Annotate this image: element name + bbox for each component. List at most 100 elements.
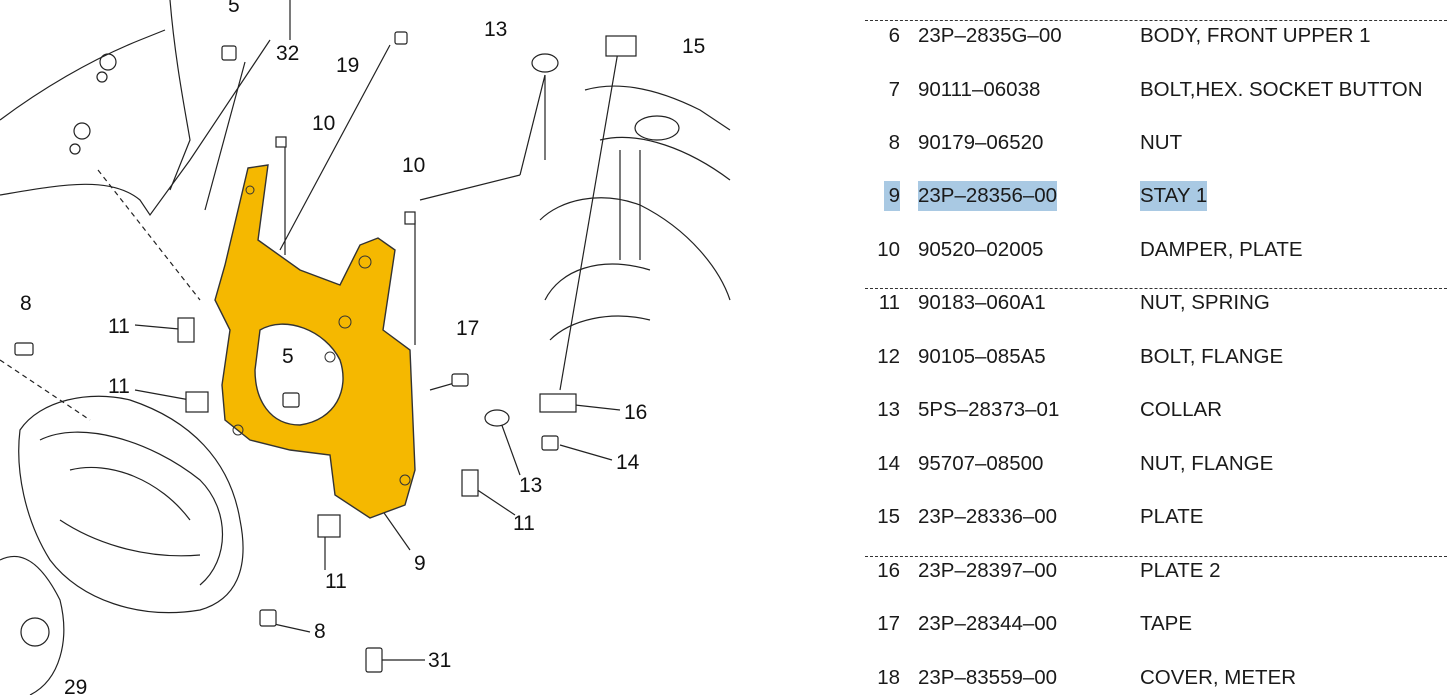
ref-number: 17	[877, 612, 900, 635]
callout-11-a: 11	[108, 315, 130, 338]
callout-17: 17	[456, 317, 479, 340]
ref-number: 8	[888, 131, 900, 154]
ref-number: 7	[888, 78, 900, 101]
part-description: NUT	[1140, 131, 1183, 154]
callout-13-bottom: 13	[519, 474, 542, 497]
callout-19: 19	[336, 54, 359, 77]
callout-29: 29	[64, 676, 87, 695]
callout-15: 15	[682, 35, 705, 58]
part-number: 90183–060A1	[918, 291, 1046, 314]
part-description: DAMPER, PLATE	[1140, 238, 1303, 261]
spring-nut-11-d[interactable]	[317, 514, 341, 538]
nut-19[interactable]	[394, 31, 408, 45]
callout-32: 32	[276, 42, 299, 65]
ref-number: 14	[877, 452, 900, 475]
part-number: 23P–28336–00	[918, 505, 1058, 528]
ref-number: 9	[884, 181, 900, 211]
callout-10-b: 10	[402, 154, 425, 177]
callout-13-top: 13	[484, 18, 507, 41]
part-number: 90105–085A5	[918, 345, 1046, 368]
part-description: BOLT, FLANGE	[1140, 345, 1284, 368]
frame-outline	[584, 85, 731, 131]
parts-row[interactable]: 7 90111–06038 BOLT,HEX. SOCKET BUTTON	[860, 75, 1447, 105]
part-number: 23P–28397–00	[918, 559, 1058, 582]
parts-row[interactable]: 8 90179–06520 NUT	[860, 128, 1447, 158]
part-number: 5PS–28373–01	[918, 398, 1060, 421]
callout-16: 16	[624, 401, 647, 424]
callout-8-bottom: 8	[314, 620, 326, 643]
body-curve	[0, 29, 166, 121]
ref-number: 6	[888, 24, 900, 47]
group-divider	[865, 556, 1447, 557]
group-divider	[865, 20, 1447, 21]
headlight-outline	[18, 395, 244, 614]
part-description: COVER, METER	[1140, 666, 1297, 689]
part-number: 90520–02005	[918, 238, 1044, 261]
parts-list: 6 23P–2835G–00 BODY, FRONT UPPER 1 7 901…	[860, 0, 1447, 695]
tape-17[interactable]	[451, 373, 469, 387]
ref-number: 10	[877, 238, 900, 261]
callout-10-a: 10	[312, 112, 335, 135]
part-description: BOLT,HEX. SOCKET BUTTON	[1140, 78, 1423, 101]
parts-row[interactable]: 18 23P–83559–00 COVER, METER	[860, 663, 1447, 693]
ref-number: 12	[877, 345, 900, 368]
damper-10-a[interactable]	[275, 136, 287, 148]
part-number: 23P–83559–00	[918, 666, 1058, 689]
part-description: BODY, FRONT UPPER 1	[1140, 24, 1371, 47]
nut-14[interactable]	[541, 435, 559, 451]
stay-1-bracket[interactable]	[214, 164, 416, 519]
parts-row[interactable]: 15 23P–28336–00 PLATE	[860, 502, 1447, 532]
parts-row[interactable]: 14 95707–08500 NUT, FLANGE	[860, 449, 1447, 479]
parts-row[interactable]: 12 90105–085A5 BOLT, FLANGE	[860, 342, 1447, 372]
exploded-parts-diagram: 5 32 19 13 15 10 10 8 11 11 17 5 16 13 1…	[0, 0, 731, 695]
callout-11-c: 11	[513, 512, 535, 535]
part-number: 23P–28356–00	[918, 181, 1058, 211]
parts-row[interactable]: 17 23P–28344–00 TAPE	[860, 609, 1447, 639]
part-description: TAPE	[1140, 612, 1193, 635]
part-description: NUT, SPRING	[1140, 291, 1270, 314]
callout-14: 14	[616, 451, 640, 474]
plate-16[interactable]	[539, 393, 577, 413]
bolt-31[interactable]	[365, 647, 383, 673]
collar-13-top[interactable]	[531, 53, 559, 73]
plate-15[interactable]	[605, 35, 637, 57]
front-upper-body-outline	[0, 39, 271, 217]
part-number: 95707–08500	[918, 452, 1044, 475]
nut-8-bottom[interactable]	[259, 609, 277, 627]
parts-row[interactable]: 13 5PS–28373–01 COLLAR	[860, 395, 1447, 425]
ref-number: 15	[877, 505, 900, 528]
callout-5-top: 5	[228, 0, 240, 17]
parts-row[interactable]: 6 23P–2835G–00 BODY, FRONT UPPER 1	[860, 21, 1447, 51]
part-description: PLATE	[1140, 505, 1204, 528]
callout-9: 9	[414, 552, 426, 575]
group-divider	[865, 288, 1447, 289]
parts-row[interactable]: 16 23P–28397–00 PLATE 2	[860, 556, 1447, 586]
spring-nut-11-a[interactable]	[177, 317, 195, 343]
callout-11-b: 11	[108, 375, 130, 398]
bolt-5-top[interactable]	[221, 45, 237, 61]
part-number: 90179–06520	[918, 131, 1044, 154]
ref-number: 16	[877, 559, 900, 582]
parts-row-selected[interactable]: 9 23P–28356–00 STAY 1	[860, 181, 1447, 211]
part-description: PLATE 2	[1140, 559, 1221, 582]
ref-number: 18	[877, 666, 900, 689]
parts-row[interactable]: 10 90520–02005 DAMPER, PLATE	[860, 235, 1447, 265]
part-description: COLLAR	[1140, 398, 1223, 421]
spring-nut-11-b[interactable]	[185, 391, 209, 413]
parts-row[interactable]: 11 90183–060A1 NUT, SPRING	[860, 288, 1447, 318]
callout-8-left: 8	[20, 292, 32, 315]
callout-31: 31	[428, 649, 451, 672]
part-number: 90111–06038	[918, 78, 1041, 101]
spring-nut-11-c[interactable]	[461, 469, 479, 497]
nut-8-left[interactable]	[14, 342, 34, 356]
callout-5-mid: 5	[282, 345, 294, 368]
damper-10-b[interactable]	[404, 211, 416, 225]
part-number: 23P–28344–00	[918, 612, 1058, 635]
part-description: STAY 1	[1140, 181, 1208, 211]
lower-fairing-outline	[0, 555, 65, 695]
part-number: 23P–2835G–00	[918, 24, 1062, 47]
part-description: NUT, FLANGE	[1140, 452, 1274, 475]
callout-11-d: 11	[325, 570, 347, 593]
bolt-5-mid[interactable]	[282, 392, 300, 408]
collar-13-bottom[interactable]	[484, 409, 510, 427]
